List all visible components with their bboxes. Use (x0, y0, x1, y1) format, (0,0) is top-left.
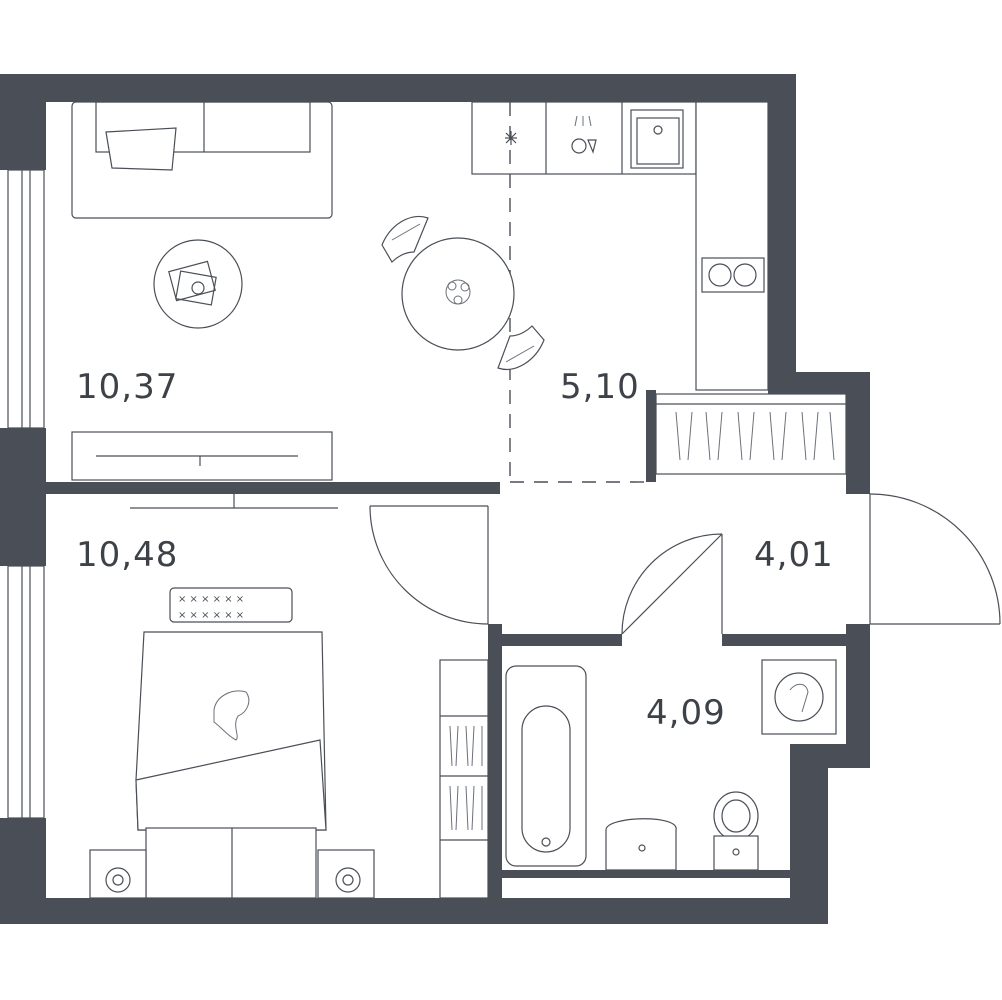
living-room-area: 10,37 (76, 367, 178, 407)
walls (0, 74, 870, 924)
chair-icon (497, 325, 545, 370)
bed (135, 631, 327, 899)
sink-icon (630, 109, 684, 169)
bathtub (505, 665, 587, 867)
kitchen-area: 5,10 (560, 367, 640, 407)
hall-area: 4,01 (754, 535, 834, 575)
bathroom-area: 4,09 (646, 693, 726, 733)
chair-icon (381, 216, 429, 263)
coffee-table (153, 239, 243, 329)
svg-text:× × × × × ×: × × × × × × (178, 594, 244, 605)
hall-wardrobe (655, 393, 847, 475)
bench: × × × × × × × × × × × × (169, 587, 293, 623)
bedroom-tv (130, 494, 338, 509)
tv-stand (71, 431, 333, 481)
wardrobe (439, 659, 489, 899)
bathroom-door (621, 533, 723, 635)
bathroom-sink (605, 818, 677, 871)
toilet (713, 791, 759, 871)
bedroom-area: 10,48 (76, 535, 178, 575)
svg-text:× × × × × ×: × × × × × × (178, 610, 244, 621)
zone-divider (509, 102, 646, 483)
fridge-icon (505, 131, 517, 145)
nightstand (89, 849, 147, 899)
sofa (71, 101, 333, 219)
entrance-door (869, 493, 1001, 625)
dishwasher-icon (571, 115, 597, 154)
bedroom-door (369, 505, 489, 625)
stove-icon (701, 257, 765, 293)
dining-table (381, 216, 545, 370)
nightstand (317, 849, 375, 899)
washing-machine-icon (761, 659, 837, 735)
